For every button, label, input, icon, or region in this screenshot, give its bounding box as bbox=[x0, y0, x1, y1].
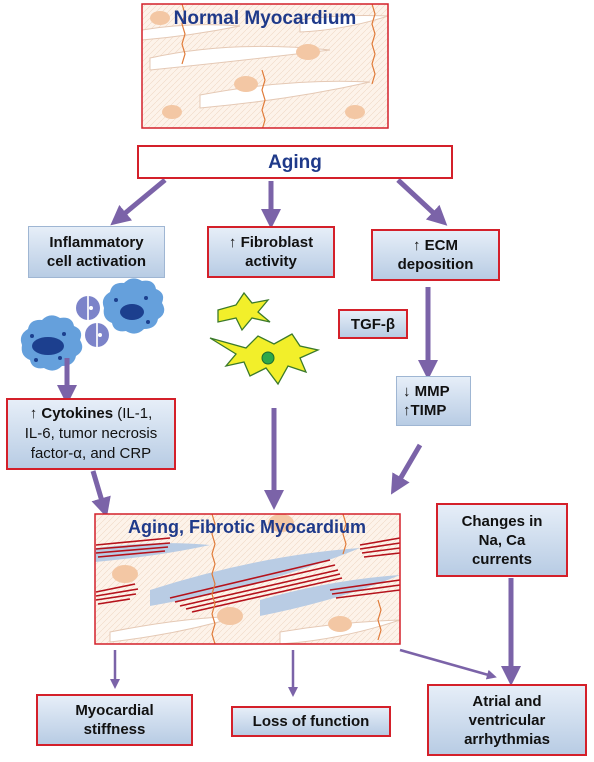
cytokines-detail-3: factor-α, and CRP bbox=[30, 445, 152, 462]
cytokines-label: ↑ Cytokines bbox=[29, 405, 114, 422]
immune-cells-image bbox=[20, 278, 165, 371]
aging-node: Aging bbox=[137, 145, 453, 179]
fibroblast-node: ↑ Fibroblast activity bbox=[207, 226, 335, 278]
arrow bbox=[390, 443, 423, 495]
fibroblast-cells-image bbox=[209, 291, 321, 386]
cytokines-detail-1: (IL-1, bbox=[113, 405, 153, 422]
channel-label-2: Na, Ca bbox=[478, 531, 526, 549]
tgf-beta-label: TGF-β bbox=[350, 315, 396, 333]
fibrotic-myocardium-image bbox=[95, 514, 400, 644]
fibrotic-myocardium-title: Aging, Fibrotic Myocardium bbox=[127, 517, 366, 537]
loss-of-function-node: Loss of function bbox=[231, 706, 391, 737]
arrhythmia-label-3: arrhythmias bbox=[464, 730, 550, 748]
ecm-label-1: ↑ ECM bbox=[412, 237, 458, 254]
tgf-beta-node: TGF-β bbox=[338, 309, 408, 339]
channel-label-3: currents bbox=[471, 550, 532, 568]
nucleus-shape bbox=[162, 105, 182, 119]
channel-currents-node: Changes in Na, Ca currents bbox=[436, 503, 568, 577]
arrow bbox=[399, 648, 497, 680]
arrhythmia-label-1: Atrial and bbox=[472, 692, 542, 710]
nucleus-shape bbox=[150, 11, 170, 25]
ecm-node: ↑ ECM deposition bbox=[371, 229, 500, 281]
aging-label: Aging bbox=[268, 151, 322, 173]
inflammatory-label-2: cell activation bbox=[46, 253, 147, 270]
nucleus-shape bbox=[345, 105, 365, 119]
nucleus-shape bbox=[234, 76, 258, 92]
inflammatory-node: Inflammatory cell activation bbox=[28, 226, 165, 278]
cytokines-node: ↑ Cytokines (IL-1, IL-6, tumor necrosis … bbox=[6, 398, 176, 470]
channel-label-1: Changes in bbox=[461, 512, 543, 530]
arrow bbox=[110, 178, 167, 226]
ecm-label-2: deposition bbox=[397, 256, 474, 273]
loss-of-function-label: Loss of function bbox=[252, 713, 370, 730]
fibroblast-label-1: ↑ Fibroblast bbox=[228, 234, 314, 251]
stiffness-node: Myocardial stiffness bbox=[36, 694, 193, 746]
arrhythmia-label-2: ventricular bbox=[468, 711, 546, 729]
stiffness-label-2: stiffness bbox=[83, 721, 146, 738]
inflammatory-label-1: Inflammatory bbox=[49, 234, 144, 251]
cytokines-detail-2: IL-6, tumor necrosis bbox=[24, 425, 158, 442]
normal-myocardium-image bbox=[142, 4, 388, 128]
arrow bbox=[90, 470, 111, 518]
mmp-timp-node: ↓ MMP ↑TIMP bbox=[396, 376, 471, 426]
normal-myocardium-title: Normal Myocardium bbox=[173, 8, 357, 29]
arrow bbox=[396, 178, 448, 226]
timp-label: ↑TIMP bbox=[403, 402, 447, 419]
nucleus-shape bbox=[296, 44, 320, 60]
stiffness-label-1: Myocardial bbox=[75, 702, 154, 719]
arrhythmia-node: Atrial and ventricular arrhythmias bbox=[427, 684, 587, 756]
mmp-label: ↓ MMP bbox=[403, 383, 450, 400]
fibroblast-label-2: activity bbox=[245, 253, 297, 270]
